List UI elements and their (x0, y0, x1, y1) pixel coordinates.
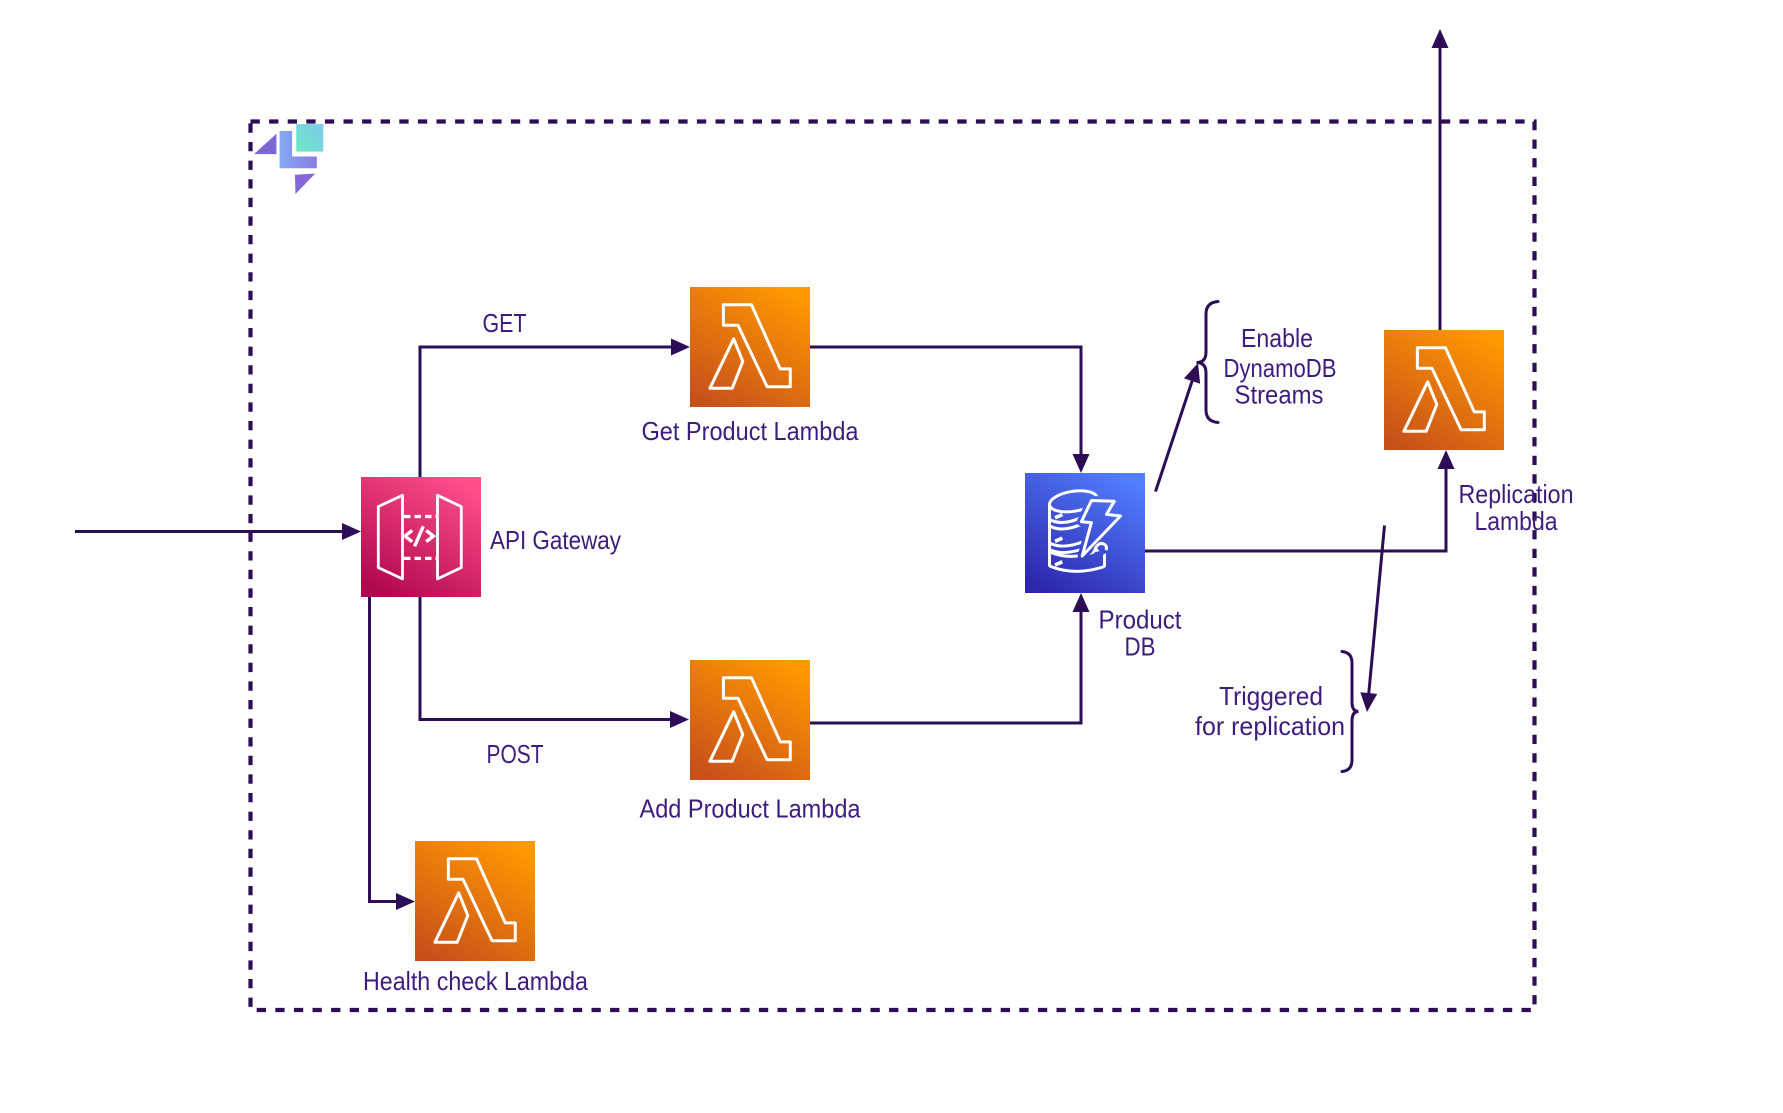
svg-text:Enable: Enable (1241, 323, 1313, 353)
svg-text:Lambda: Lambda (1475, 506, 1558, 536)
svg-text:Add Product Lambda: Add Product Lambda (640, 794, 861, 824)
svg-text:Triggered: Triggered (1219, 681, 1323, 711)
svg-text:Health check Lambda: Health check Lambda (363, 966, 588, 996)
svg-text:Product: Product (1099, 605, 1183, 635)
svg-text:API Gateway: API Gateway (490, 525, 621, 555)
svg-text:Replication: Replication (1459, 479, 1574, 509)
svg-text:DB: DB (1125, 632, 1156, 662)
svg-text:GET: GET (483, 308, 527, 338)
svg-text:DynamoDB: DynamoDB (1224, 353, 1337, 383)
svg-text:POST: POST (487, 739, 544, 769)
svg-text:for replication: for replication (1195, 711, 1345, 741)
svg-text:Streams: Streams (1235, 380, 1324, 410)
svg-text:Get Product Lambda: Get Product Lambda (642, 416, 859, 446)
